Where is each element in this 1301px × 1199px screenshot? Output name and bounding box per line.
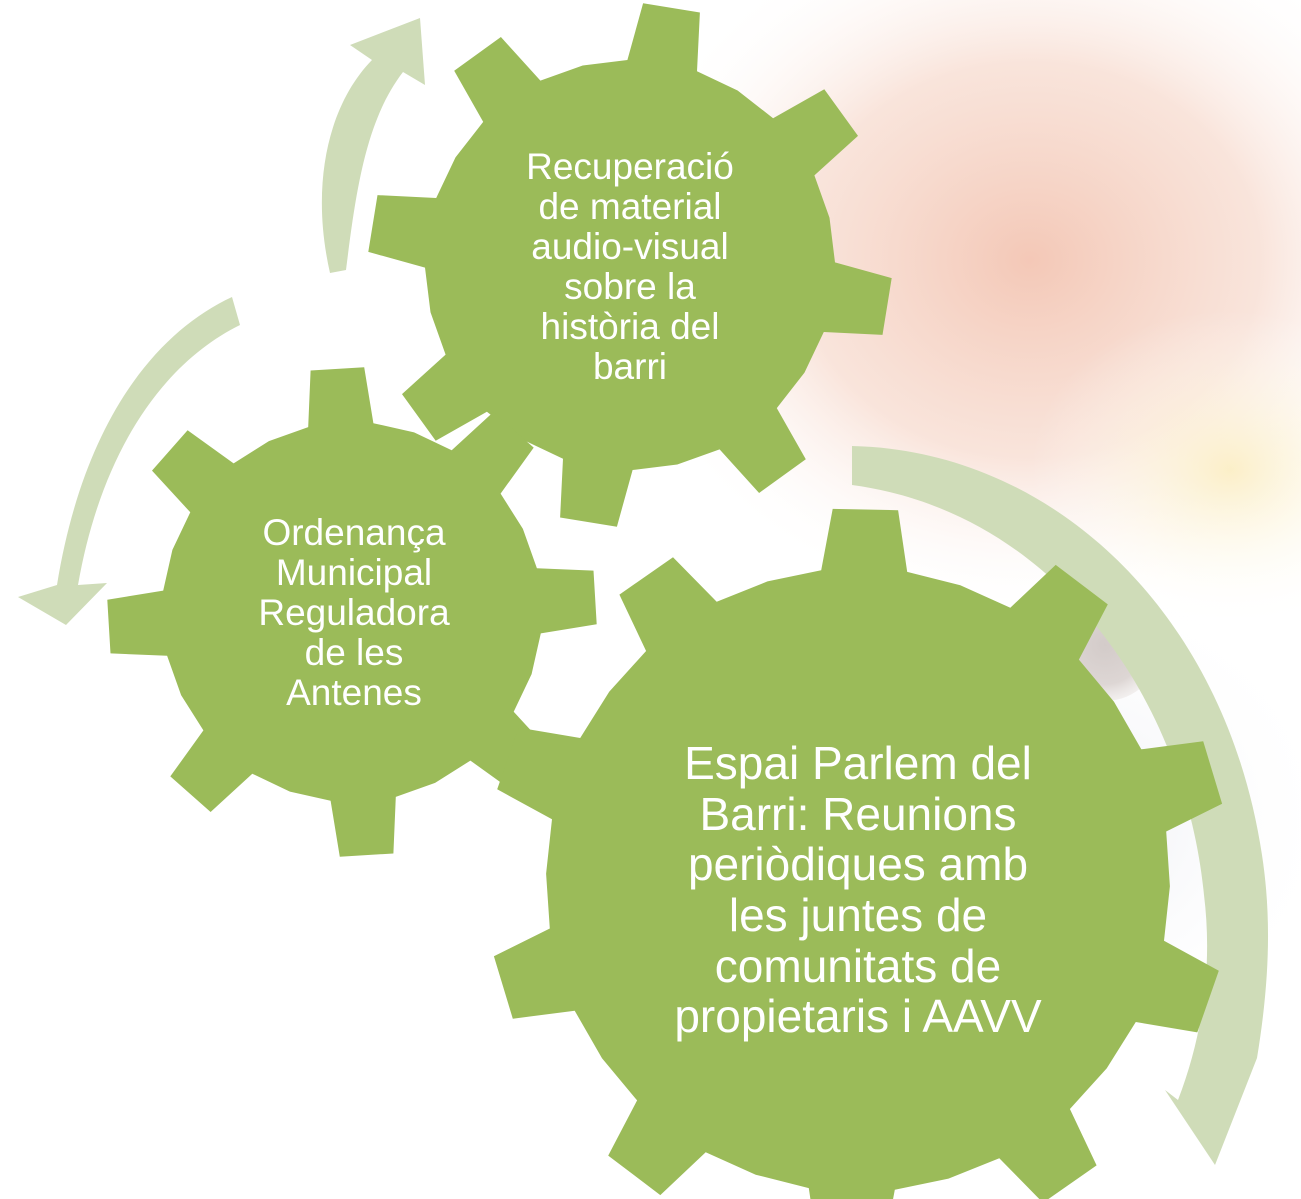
gear-label-left: Ordenança Municipal Reguladora de les An… xyxy=(210,488,498,738)
gear-label-top-text: Recuperació de material audio-visual sob… xyxy=(526,146,734,387)
gear-label-left-text: Ordenança Municipal Reguladora de les An… xyxy=(258,512,450,713)
gear-bottom xyxy=(493,508,1223,1199)
arrow-top-left xyxy=(321,18,425,273)
gear-bottom-shape xyxy=(493,508,1223,1199)
gear-label-top: Recuperació de material audio-visual sob… xyxy=(498,112,762,422)
gear-top-shape xyxy=(368,3,892,527)
arrow-left xyxy=(18,297,240,625)
gear-top xyxy=(368,3,892,527)
gear-left xyxy=(107,367,597,857)
gear-label-bottom: Espai Parlem del Barri: Reunions periòdi… xyxy=(618,735,1098,1045)
gear-left-shape xyxy=(107,367,597,857)
cycle-arrows xyxy=(18,18,1269,1165)
gear-label-bottom-text: Espai Parlem del Barri: Reunions periòdi… xyxy=(674,737,1042,1043)
arrow-right xyxy=(852,446,1269,1165)
